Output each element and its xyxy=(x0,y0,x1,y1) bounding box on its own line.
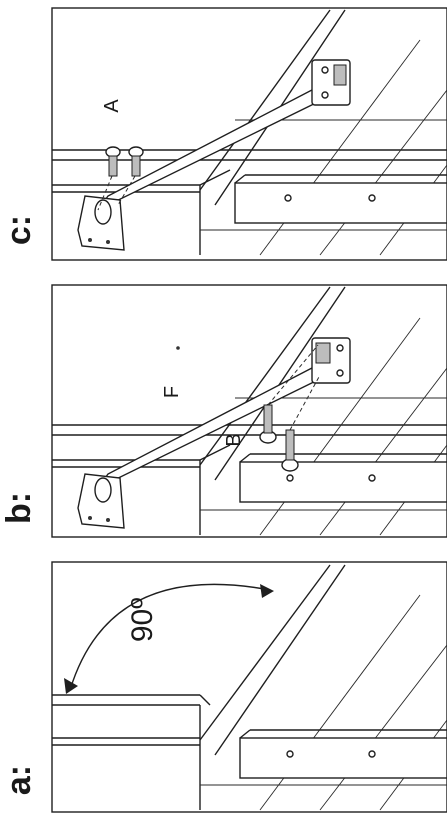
panel-a-angle-label: 90º xyxy=(126,598,159,642)
panel-a-step-label: a: xyxy=(0,765,38,795)
panel-b: F B b: xyxy=(0,284,447,538)
panel-c-step-label: c: xyxy=(0,215,38,245)
panel-b-screws-b xyxy=(259,344,321,472)
panel-c-lower-bar xyxy=(234,182,447,224)
panel-c-screws-a xyxy=(97,146,144,211)
panel-a: 90º a: xyxy=(0,561,447,813)
panel-b-lower-bar xyxy=(239,461,447,503)
panel-c-label-screw: A xyxy=(101,99,123,113)
panel-a-angle-arrow xyxy=(64,583,274,694)
panel-c: A c: xyxy=(0,7,447,261)
panel-a-lower-bar xyxy=(239,737,447,779)
panel-a-frame xyxy=(51,561,447,813)
panel-c-frame xyxy=(51,7,447,261)
panel-b-label-board: F xyxy=(161,386,183,398)
panel-b-frame xyxy=(51,284,447,538)
panel-b-label-screw: B xyxy=(223,433,245,446)
panel-b-step-label: b: xyxy=(0,492,38,524)
